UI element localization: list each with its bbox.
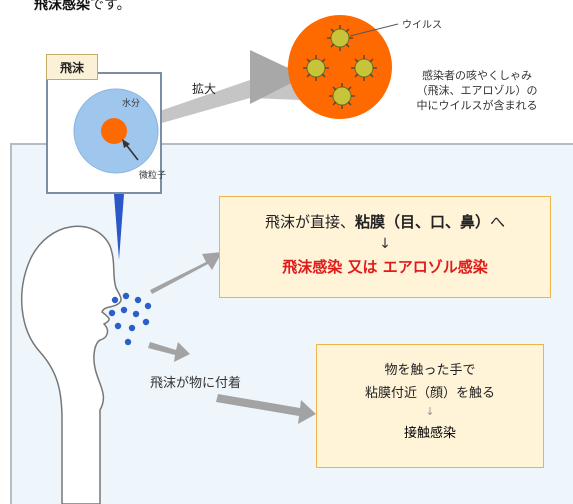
water-label: 水分: [122, 99, 141, 109]
cough-droplets: [108, 292, 152, 346]
contact-route-line1: 物を触った手で: [384, 363, 476, 378]
mucosa-route-post: へ: [490, 213, 506, 231]
contact-route-box: 物を触った手で 粘膜付近（顔）を触る ↓ 接触感染: [316, 344, 544, 468]
virus-desc-line: 中にウイルスが含まれる: [416, 99, 538, 112]
arrow-to-mucosa: [150, 252, 222, 294]
virus-particle: [329, 83, 355, 109]
virus-particle: [327, 25, 353, 51]
arrow-to-hand: [216, 394, 316, 424]
contact-route-line2: 粘膜付近（顔）を触る: [364, 386, 495, 401]
surface-attach-label: 飛沫が物に付着: [150, 376, 242, 391]
person-head-outline: [21, 225, 122, 504]
caption-bold: 飛沫感染: [34, 0, 90, 13]
contact-infection: 接触感染: [403, 426, 456, 441]
caption-rest: です。: [90, 0, 131, 13]
particle-core: [101, 118, 127, 144]
droplet-title: 飛沫: [46, 54, 98, 80]
virus-desc-line: 感染者の咳やくしゃみ: [422, 69, 532, 82]
particle-label: 微粒子: [139, 171, 167, 181]
arrow-to-surface: [148, 342, 190, 362]
mucosa-route-pre: 飛沫が直接、: [264, 213, 355, 231]
enlarge-arrow-head: [250, 50, 305, 104]
virus-description: 感染者の咳やくしゃみ （飛沫、エアロゾル）の 中にウイルスが含まれる: [392, 68, 562, 113]
mucosa-route-line1: 飛沫が直接、粘膜（目、口、鼻）へ: [220, 211, 550, 232]
virus-particle: [351, 55, 377, 81]
enlarge-label: 拡大: [192, 82, 217, 96]
intro-caption: 飛沫感染です。: [34, 0, 131, 14]
virus-pointer: [349, 23, 399, 37]
droplet-callout: [114, 194, 124, 260]
mucosa-route-bold: 粘膜（目、口、鼻）: [354, 213, 490, 231]
virus-desc-line: （飛沫、エアロゾル）の: [416, 84, 538, 97]
virus-particle: [303, 55, 329, 81]
contact-route-arrow: ↓: [425, 405, 435, 418]
mucosa-route-box: 飛沫が直接、粘膜（目、口、鼻）へ ↓ 飛沫感染 又は エアロゾル感染: [219, 196, 551, 298]
enlarged-droplet: [288, 15, 392, 119]
pointer-head: [122, 139, 130, 148]
droplet-aerosol-infection: 飛沫感染 又は エアロゾル感染: [282, 258, 488, 276]
mucosa-route-arrow: ↓: [379, 236, 391, 252]
virus-label: ウイルス: [402, 20, 442, 31]
